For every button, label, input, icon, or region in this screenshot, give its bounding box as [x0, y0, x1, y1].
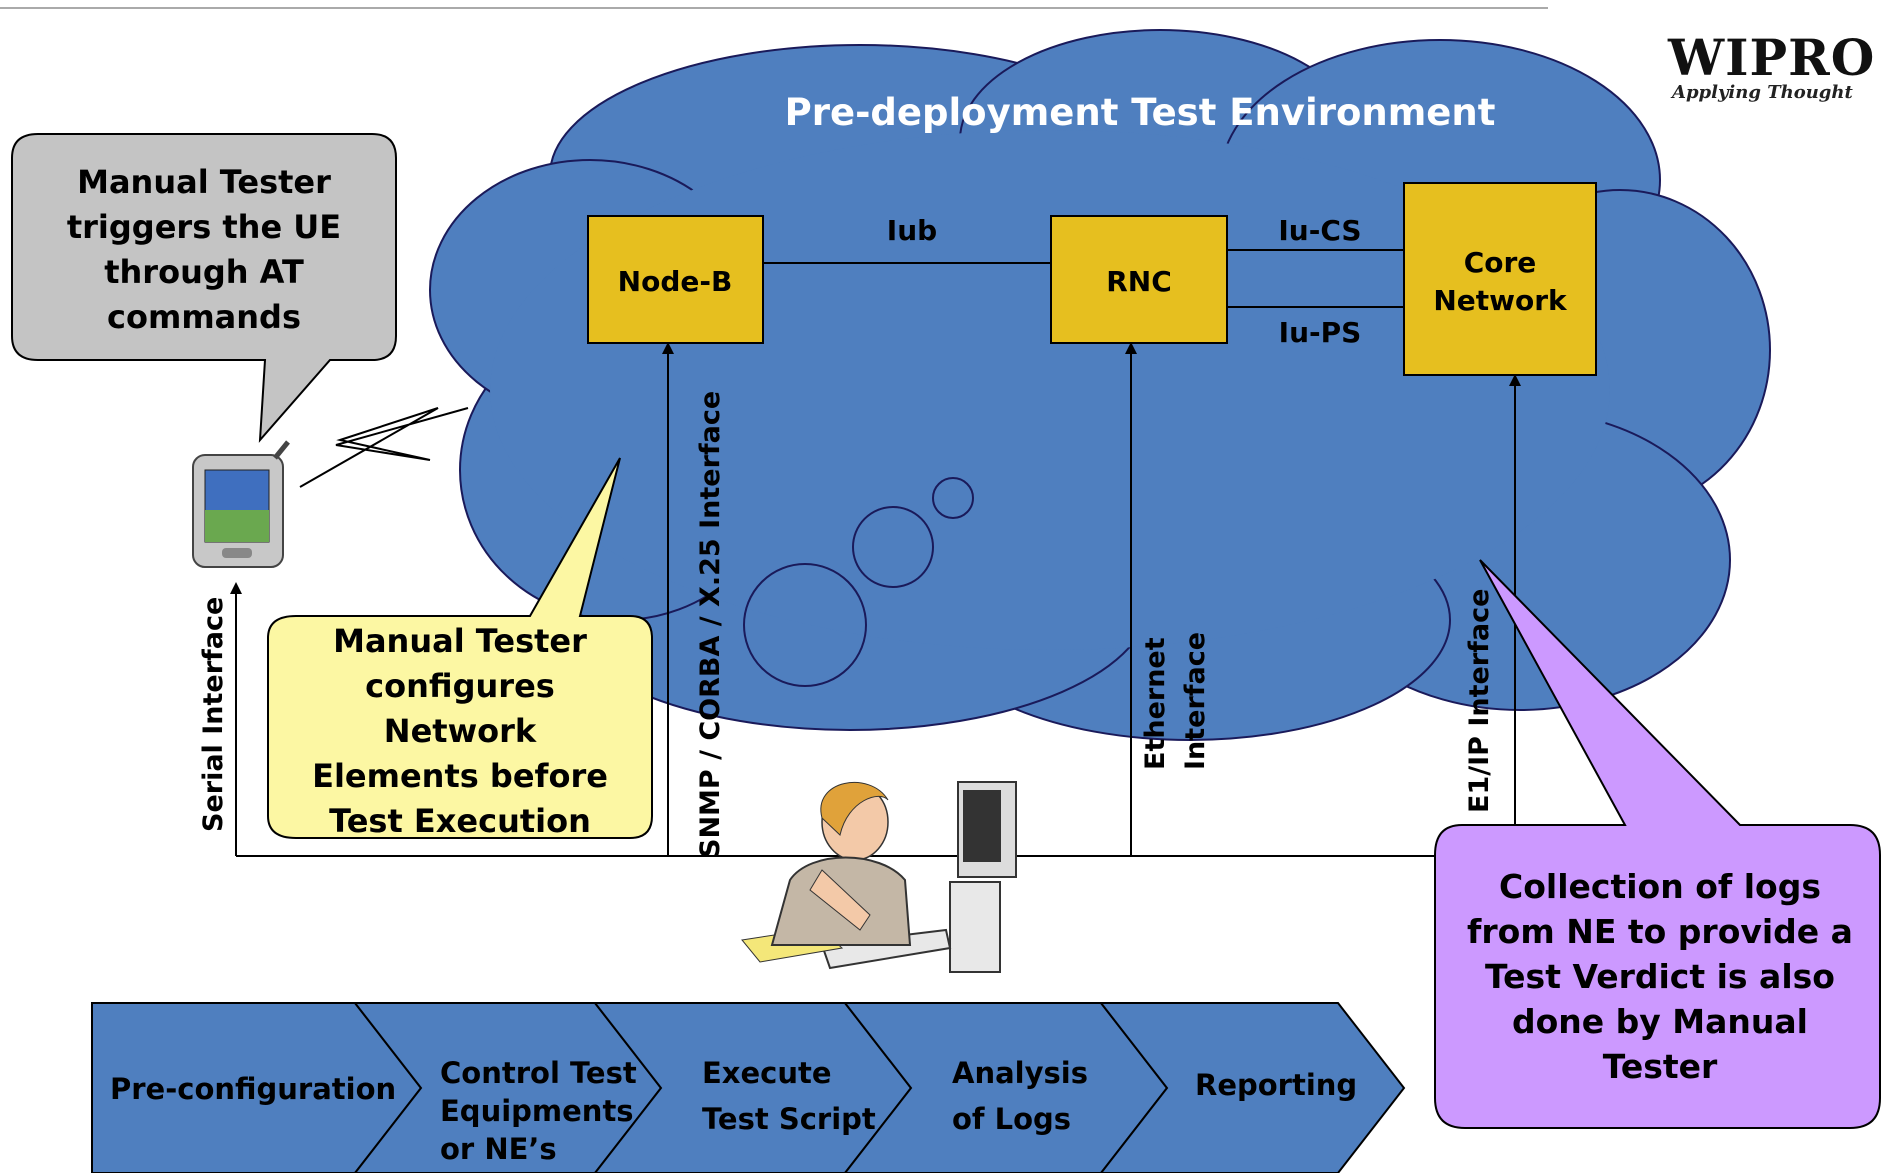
purple-callout-line-4: done by Manual — [1512, 1002, 1808, 1041]
step-4-line-2: of Logs — [952, 1102, 1071, 1136]
yellow-callout-line-5: Test Execution — [329, 802, 591, 840]
configure-ne-callout: Manual Tester configures Network Element… — [267, 457, 653, 840]
step-2-line-1: Control Test — [440, 1056, 637, 1090]
manual-tester-icon — [741, 781, 1017, 973]
step-4-line-1: Analysis — [952, 1056, 1088, 1090]
wireless-link-icon — [299, 407, 469, 488]
wipro-logo: WIPRO — [1668, 28, 1876, 87]
yellow-callout-line-2: configures — [365, 667, 555, 705]
node-b-box[interactable]: Node-B — [587, 215, 764, 344]
gray-callout-line-1: Manual Tester — [77, 163, 331, 201]
yellow-callout-line-1: Manual Tester — [333, 622, 587, 660]
node-links — [763, 249, 1404, 308]
core-network-label-1: Core — [1464, 246, 1537, 279]
thought-bubbles — [743, 477, 974, 687]
yellow-callout-line-3: Network — [384, 712, 537, 750]
mobile-phone-icon — [192, 440, 290, 568]
gray-callout-line-3: through AT — [104, 253, 304, 291]
gray-callout-line-2: triggers the UE — [67, 208, 341, 246]
core-network-label-2: Network — [1433, 284, 1568, 317]
step-3-line-2: Test Script — [702, 1102, 876, 1136]
purple-callout-line-2: from NE to provide a — [1467, 912, 1853, 951]
node-b-label: Node-B — [618, 265, 733, 298]
iub-label: Iub — [887, 214, 937, 247]
step-3-line-1: Execute — [702, 1056, 832, 1090]
ue-trigger-callout: Manual Tester triggers the UE through AT… — [11, 133, 397, 443]
step-1-line-1: Pre-configuration — [110, 1072, 396, 1106]
step-2-line-3: or NE’s — [440, 1132, 557, 1166]
core-network-box[interactable]: Core Network — [1403, 182, 1597, 376]
ethernet-interface-label-1: Ethernet — [1140, 637, 1171, 770]
yellow-callout-line-4: Elements before — [312, 757, 608, 795]
e1ip-interface-label: E1/IP Interface — [1464, 589, 1495, 813]
iu-ps-label: Iu-PS — [1279, 316, 1362, 349]
log-collection-callout: Collection of logs from NE to provide a … — [1434, 559, 1881, 1129]
process-chevrons — [91, 1002, 1406, 1173]
purple-callout-line-3: Test Verdict is also — [1485, 957, 1835, 996]
step-2-line-2: Equipments — [440, 1094, 634, 1128]
rnc-label: RNC — [1106, 265, 1172, 298]
purple-callout-line-1: Collection of logs — [1499, 867, 1821, 906]
snmp-interface-label: SNMP / CORBA / X.25 Interface — [695, 391, 726, 858]
rnc-box[interactable]: RNC — [1050, 215, 1228, 344]
cloud-title: Pre-deployment Test Environment — [785, 91, 1496, 134]
step-5-line-1: Reporting — [1195, 1068, 1357, 1102]
purple-callout-line-5: Tester — [1603, 1047, 1718, 1086]
wipro-tagline: Applying Thought — [1672, 82, 1853, 103]
ethernet-interface-label-2: Interface — [1180, 632, 1211, 770]
process-step-labels: Pre-configuration Control Test Equipment… — [110, 1056, 1357, 1166]
iu-cs-label: Iu-CS — [1278, 214, 1361, 247]
chevron-step-5[interactable] — [1098, 1002, 1406, 1173]
gray-callout-line-4: commands — [107, 298, 301, 336]
serial-interface-label: Serial Interface — [198, 597, 229, 832]
